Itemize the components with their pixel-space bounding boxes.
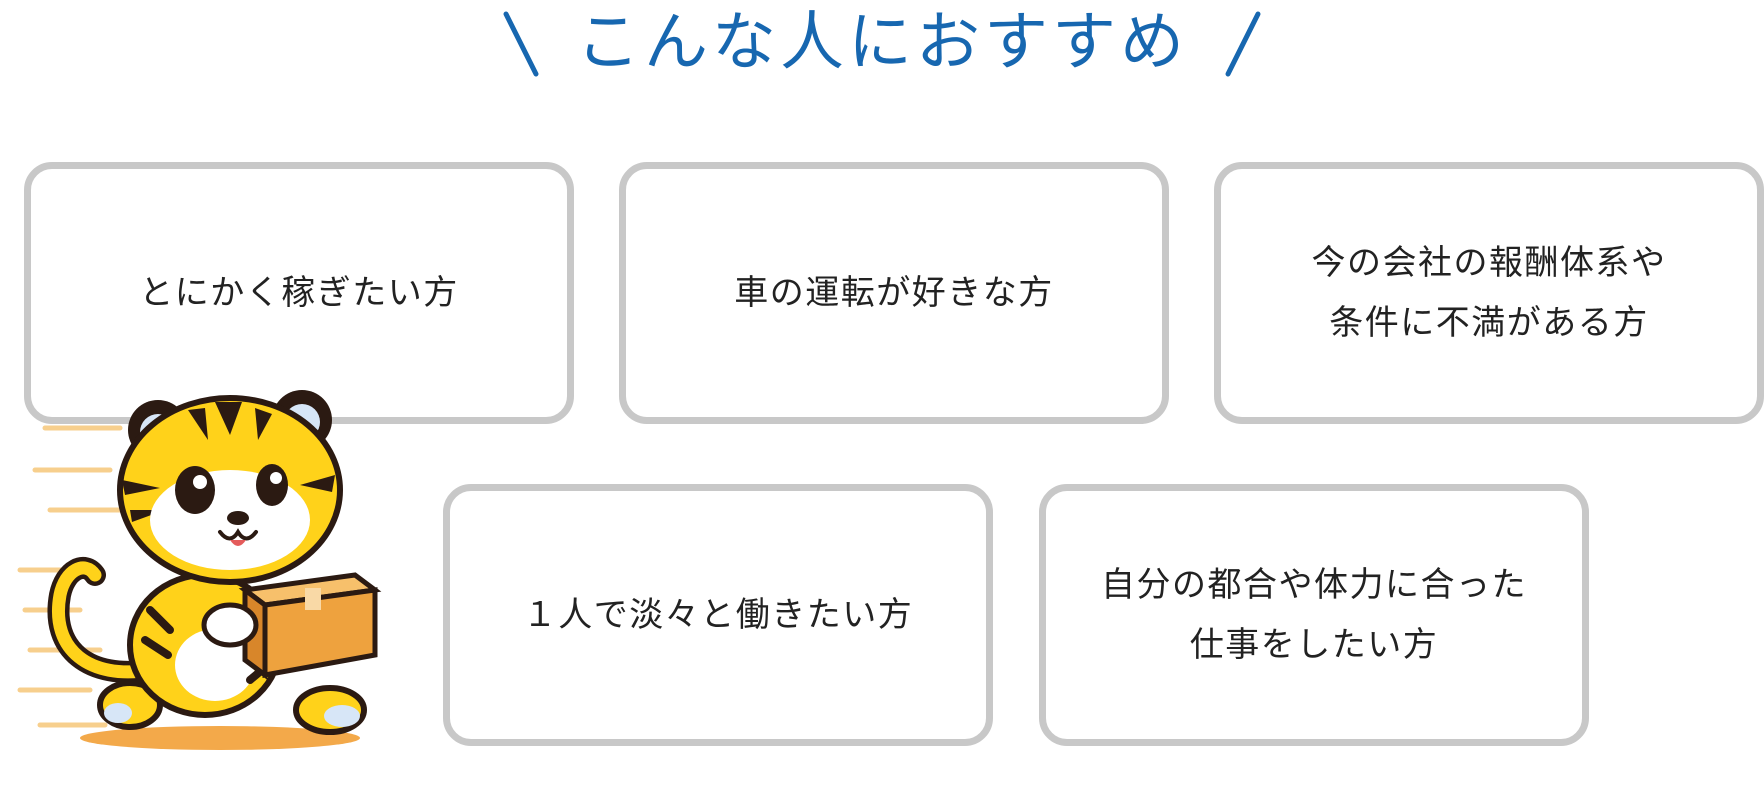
section-title: こんな人におすすめ xyxy=(576,6,1188,80)
card-text: 車の運転が好きな方 xyxy=(734,273,1054,313)
recommend-card-4: １人で淡々と働きたい方 xyxy=(443,484,993,746)
right-slash-decoration xyxy=(1225,11,1261,77)
recommend-card-5: 自分の都合や体力に合った 仕事をしたい方 xyxy=(1039,484,1589,746)
card-text: とにかく稼ぎたい方 xyxy=(139,273,459,313)
card-text-line-2: 条件に不満がある方 xyxy=(1329,303,1649,343)
card-text-line-2: 仕事をしたい方 xyxy=(1189,625,1439,665)
tiger-mascot-carrying-box-icon xyxy=(17,390,382,750)
card-text-line-1: 今の会社の報酬体系や xyxy=(1311,243,1667,283)
section-heading: こんな人におすすめ xyxy=(0,0,1764,82)
recommend-card-1: とにかく稼ぎたい方 xyxy=(24,162,574,424)
card-text: １人で淡々と働きたい方 xyxy=(522,595,914,635)
left-slash-decoration xyxy=(503,11,539,77)
card-text-line-1: 自分の都合や体力に合った xyxy=(1101,565,1527,605)
recommend-card-2: 車の運転が好きな方 xyxy=(619,162,1169,424)
recommend-card-3: 今の会社の報酬体系や 条件に不満がある方 xyxy=(1214,162,1764,424)
